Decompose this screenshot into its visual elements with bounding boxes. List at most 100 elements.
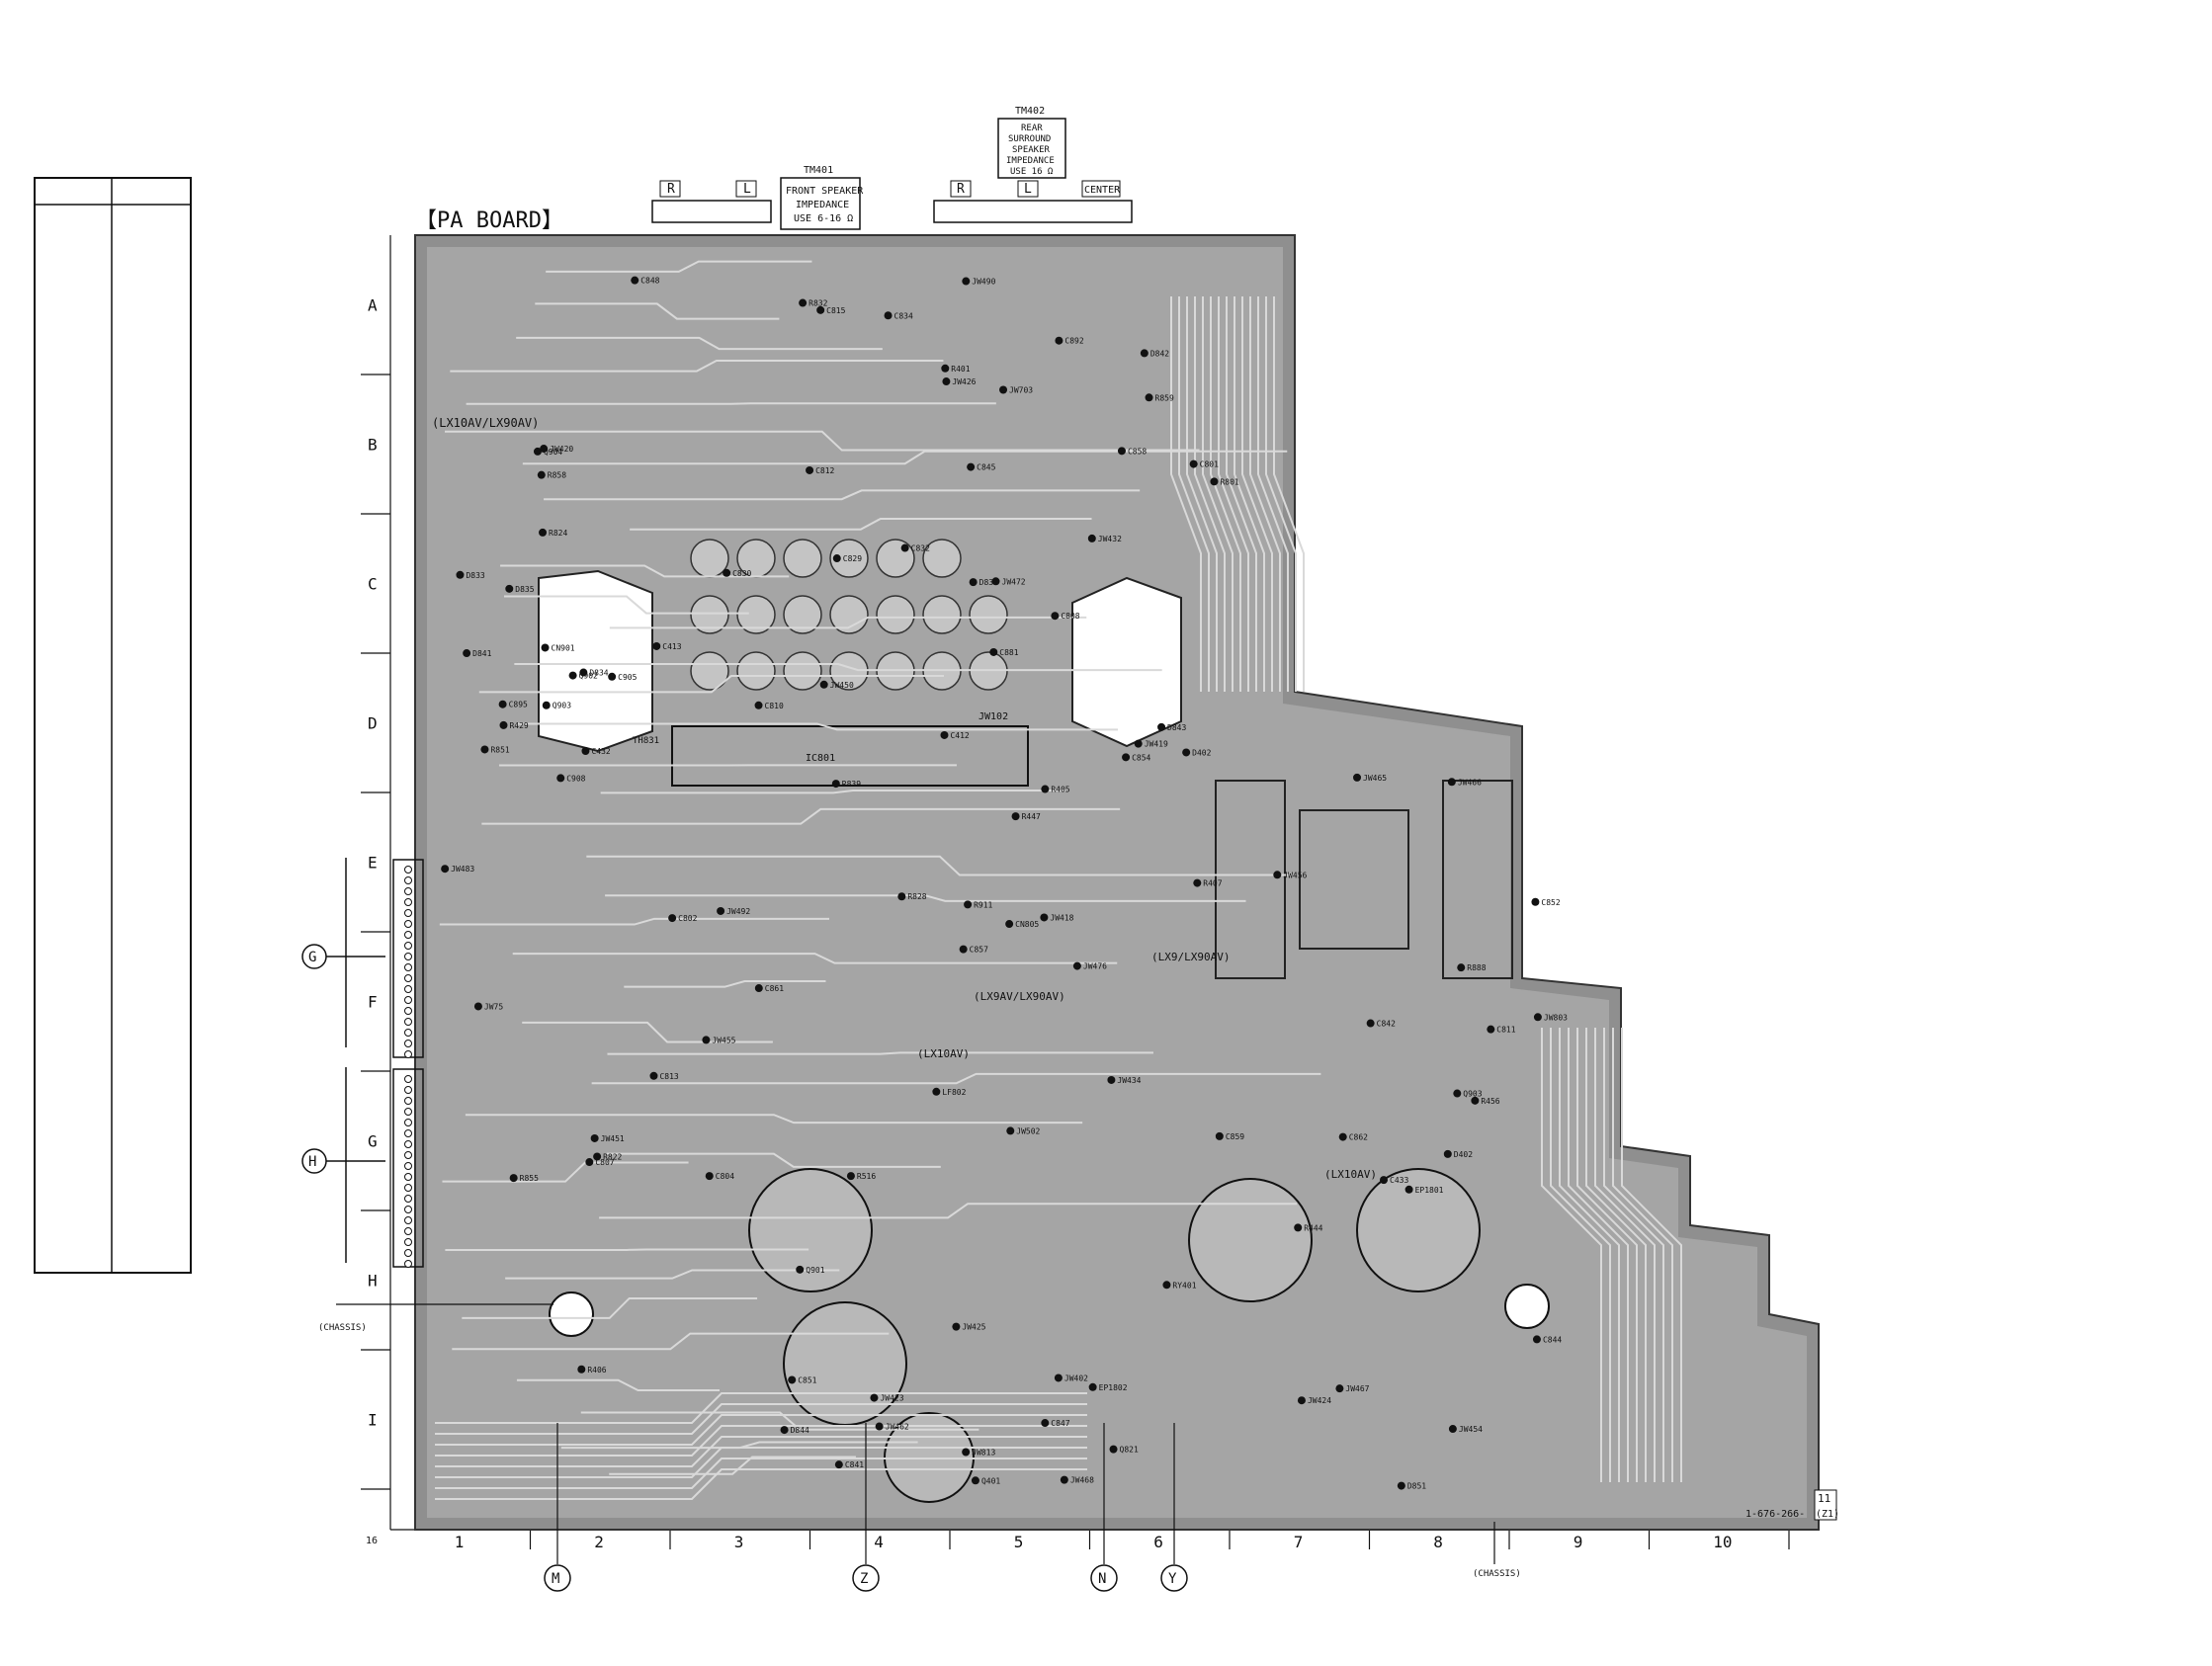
svg-text:C813: C813 [659, 1072, 678, 1081]
svg-text:Q401: Q401 [981, 1476, 1000, 1485]
svg-text:C905: C905 [618, 673, 637, 682]
component-q904: Q904 [534, 448, 562, 457]
svg-text:R516: R516 [857, 1172, 876, 1181]
component-jw466: JW466 [1448, 778, 1482, 787]
component-c895: C895 [499, 701, 528, 709]
svg-text:N: N [1098, 1571, 1106, 1587]
component-d831: D831 [970, 578, 998, 587]
column-label: 8 [1433, 1533, 1443, 1551]
svg-text:C812: C812 [815, 466, 834, 475]
cn-pin [405, 1008, 412, 1015]
svg-text:JW468: JW468 [1070, 1476, 1094, 1485]
component-cn805: CN805 [1005, 920, 1039, 929]
svg-text:JW476: JW476 [1083, 962, 1107, 971]
front-terminal-block: R L [652, 181, 771, 222]
svg-text:JW465: JW465 [1363, 774, 1387, 783]
component-c861: C861 [755, 984, 784, 993]
component-q901: Q901 [796, 1266, 824, 1275]
cn-pin [405, 1185, 412, 1192]
svg-text:D851: D851 [1407, 1482, 1426, 1491]
svg-text:JW455: JW455 [712, 1036, 735, 1044]
component-r444: R444 [1294, 1223, 1322, 1232]
svg-text:R858: R858 [548, 471, 566, 480]
svg-text:D844: D844 [791, 1426, 809, 1435]
component-d835: D835 [505, 585, 534, 594]
svg-text:JW813: JW813 [972, 1448, 995, 1457]
cn-pin [405, 1141, 412, 1148]
connector-h-label: H [308, 1154, 316, 1170]
rear-terminal-block: R L CENTER [934, 181, 1132, 222]
svg-text:JW703: JW703 [1009, 385, 1033, 394]
component-jw423: JW423 [870, 1394, 903, 1403]
component-c830: C830 [723, 569, 751, 578]
component-r911: R911 [964, 900, 992, 909]
svg-text:C832: C832 [911, 544, 930, 553]
component-c844: C844 [1533, 1335, 1562, 1344]
component-d402: D402 [1444, 1150, 1473, 1159]
row-label: E [368, 854, 378, 873]
component-jw402: JW402 [1055, 1374, 1088, 1382]
svg-text:JW454: JW454 [1459, 1425, 1483, 1434]
row-label: G [368, 1132, 378, 1151]
component-r839: R839 [832, 780, 861, 789]
component-jw465: JW465 [1353, 774, 1387, 783]
component-r801: R801 [1210, 477, 1238, 486]
cn-pin [405, 1120, 412, 1126]
svg-text:Q903: Q903 [553, 702, 571, 710]
component-q821: Q821 [1110, 1446, 1139, 1455]
chassis-right-label: (CHASSIS) [1473, 1569, 1521, 1579]
svg-text:JW466: JW466 [1458, 778, 1482, 787]
svg-text:R406: R406 [587, 1366, 606, 1374]
svg-text:JW502: JW502 [1016, 1126, 1040, 1135]
component-c854: C854 [1122, 753, 1150, 762]
rear-label-r: R [957, 182, 965, 197]
component-c851: C851 [788, 1375, 816, 1384]
component-d851: D851 [1398, 1482, 1426, 1491]
component-c413: C413 [652, 642, 681, 651]
component-jw450: JW450 [820, 681, 854, 690]
component-q902: Q902 [569, 672, 598, 681]
cn-pin [405, 1228, 412, 1235]
component-jw483: JW483 [441, 865, 474, 874]
svg-text:C851: C851 [798, 1375, 816, 1384]
component-c841: C841 [835, 1460, 864, 1469]
cn-pin [405, 1030, 412, 1037]
svg-text:C852: C852 [1541, 898, 1560, 907]
component-jw476: JW476 [1073, 962, 1107, 971]
svg-text:R801: R801 [1220, 477, 1238, 486]
part-number: 1-676-266- [1745, 1509, 1805, 1520]
svg-text:C895: C895 [509, 701, 528, 709]
component-c813: C813 [649, 1072, 678, 1081]
column-label: 1 [455, 1533, 465, 1551]
component-jw432: JW432 [1088, 535, 1122, 543]
front-terminal-line-2: IMPEDANCE [796, 200, 849, 210]
svg-text:R855: R855 [520, 1174, 539, 1183]
svg-text:C808: C808 [1061, 612, 1079, 621]
component-r832: R832 [799, 299, 827, 308]
svg-text:JW803: JW803 [1544, 1013, 1568, 1022]
rear-label-center: CENTER [1084, 185, 1121, 196]
component-lf802: LF802 [932, 1088, 966, 1097]
cn-pin [405, 1261, 412, 1268]
front-label-r: R [667, 182, 675, 197]
component-jw434: JW434 [1107, 1076, 1141, 1085]
component-jw492: JW492 [717, 907, 750, 916]
svg-text:Q903: Q903 [1463, 1090, 1482, 1099]
cn-pin [405, 954, 412, 960]
cn-pin [405, 1098, 412, 1105]
row-label: F [368, 993, 378, 1012]
component-r828: R828 [897, 892, 926, 901]
svg-text:JW450: JW450 [830, 681, 854, 690]
svg-text:JW423: JW423 [880, 1394, 903, 1403]
component-c834: C834 [885, 311, 913, 320]
component-q903: Q903 [543, 702, 571, 710]
component-c832: C832 [901, 544, 930, 553]
svg-text:D833: D833 [466, 571, 484, 580]
ic801-label: IC801 [806, 753, 835, 764]
cn-pin [405, 975, 412, 982]
column-label: 3 [734, 1533, 744, 1551]
suffix-top: 11 [1818, 1492, 1830, 1505]
component-jw462: JW462 [876, 1423, 909, 1432]
